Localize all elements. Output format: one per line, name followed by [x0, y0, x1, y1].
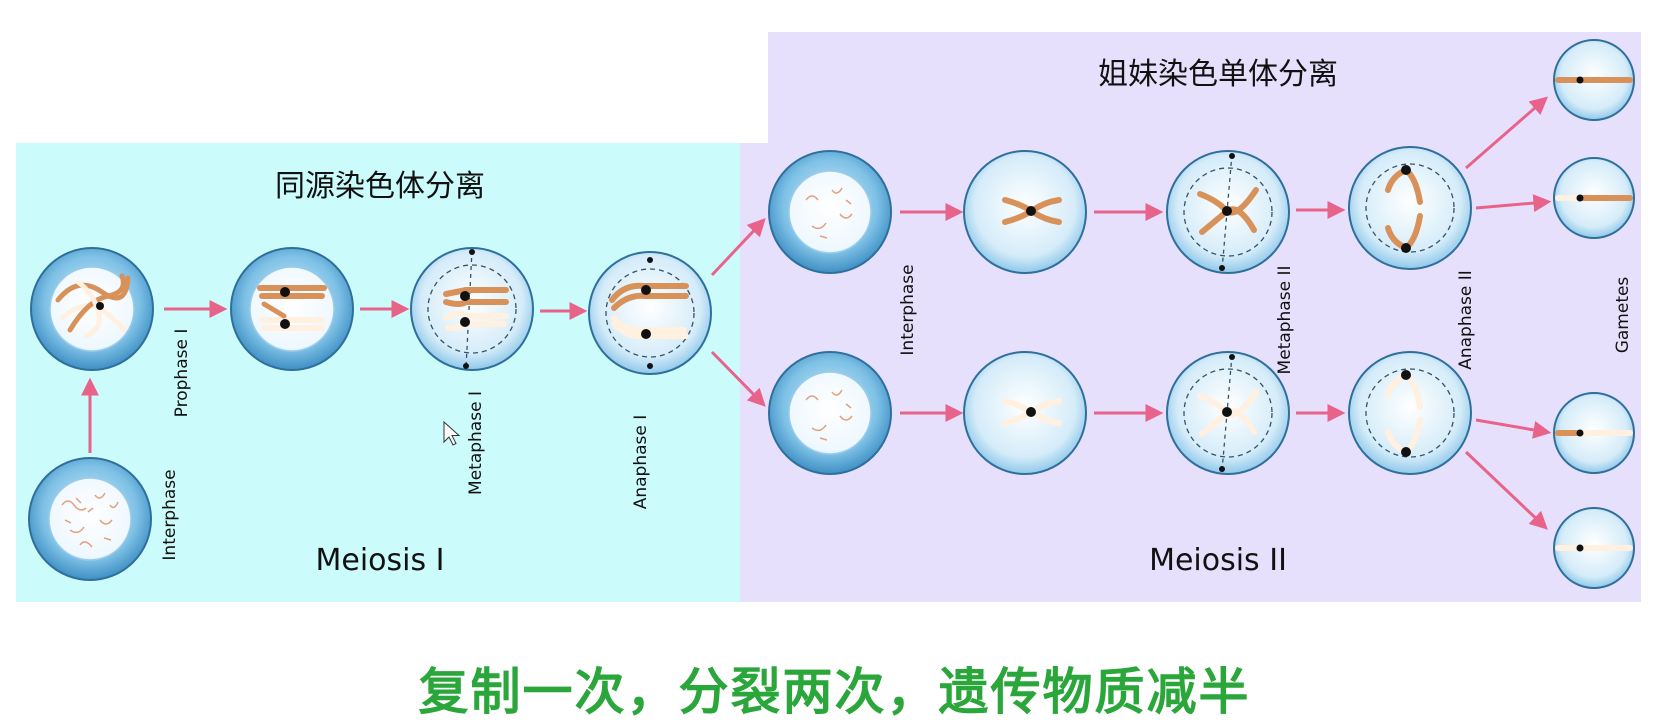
meiosis-ii-panel-lower — [740, 143, 768, 602]
meiosis-i-heading: 同源染色体分离 — [275, 169, 485, 204]
stage-label-metaphase-ii: Metaphase II — [1275, 266, 1295, 375]
cell-prophase-i — [30, 247, 154, 371]
arrows-meiosis-ii — [900, 96, 1552, 530]
gamete-4 — [1553, 507, 1635, 589]
stage-label-metaphase-i: Metaphase I — [466, 391, 486, 495]
cell-anaphase-ii-bottom — [1348, 351, 1472, 475]
arrows-meiosis-i — [81, 218, 766, 453]
cell-metaphase-ii-top — [1166, 150, 1290, 274]
cell-prophase-ii-top — [963, 150, 1087, 274]
cursor-icon — [443, 420, 461, 446]
meiosis-ii-panel — [768, 32, 1641, 602]
cell-interphase-ii-top — [768, 150, 892, 274]
cell-metaphase-ii-bottom — [1166, 351, 1290, 475]
stage-label-prophase-i: Prophase I — [172, 329, 192, 418]
stage-label-gametes: Gametes — [1613, 277, 1633, 354]
cell-anaphase-ii-top — [1348, 146, 1472, 270]
stage-label-interphase-i: Interphase — [160, 469, 180, 560]
meiosis-i-label: Meiosis I — [315, 543, 444, 578]
cell-metaphase-i — [410, 247, 534, 371]
meiosis-ii-label: Meiosis II — [1149, 543, 1287, 578]
gamete-3 — [1553, 392, 1635, 474]
stage-label-interphase-ii: Interphase — [898, 264, 918, 355]
gamete-2 — [1553, 157, 1635, 239]
summary-caption: 复制一次，分裂两次，遗传物质减半 — [418, 663, 1251, 721]
cell-interphase-i — [28, 457, 152, 581]
cell-anaphase-i — [588, 251, 712, 375]
stage-label-anaphase-i: Anaphase I — [631, 415, 651, 510]
meiosis-ii-heading: 姐妹染色单体分离 — [1098, 57, 1338, 92]
cell-synapsis — [230, 247, 354, 371]
gamete-1 — [1553, 39, 1635, 121]
stage-label-anaphase-ii: Anaphase II — [1456, 270, 1476, 370]
cell-interphase-ii-bottom — [768, 351, 892, 475]
cell-prophase-ii-bottom — [963, 351, 1087, 475]
